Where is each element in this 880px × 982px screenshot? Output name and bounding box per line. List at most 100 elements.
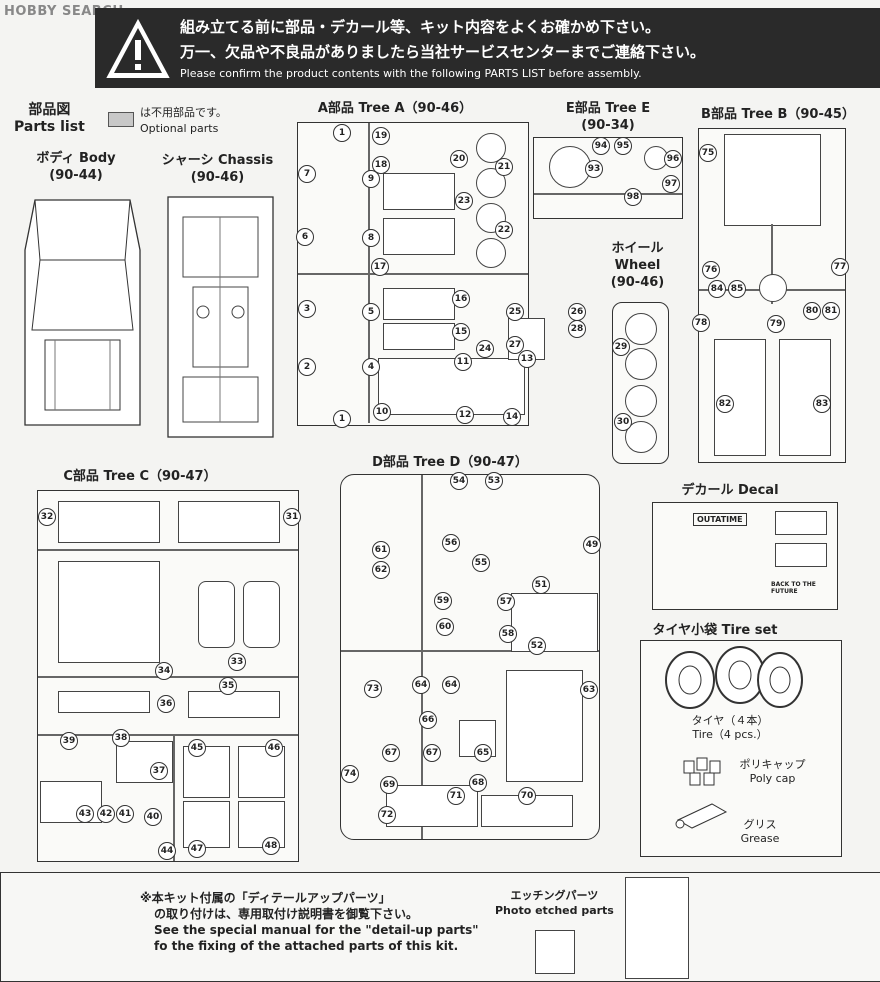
banner-line-3: Please confirm the product contents with…	[180, 67, 642, 80]
part-number: 66	[419, 711, 437, 729]
part-number: 82	[716, 395, 734, 413]
part-number: 30	[614, 413, 632, 431]
part-number: 73	[364, 680, 382, 698]
part-number: 93	[585, 160, 603, 178]
part-number: 85	[728, 280, 746, 298]
optional-note: は不用部品です。 Optional parts	[140, 105, 227, 137]
part-number: 37	[150, 762, 168, 780]
chassis-label-text: シャーシ Chassis	[161, 153, 274, 168]
part-number: 4	[362, 358, 380, 376]
part-number: 98	[624, 188, 642, 206]
wheel-box	[612, 302, 669, 464]
part-number: 78	[692, 314, 710, 332]
part-number: 1	[333, 410, 351, 428]
notice-line-4: fo the fixing of the attached parts of t…	[154, 939, 459, 953]
wheel-en: Wheel	[614, 258, 661, 273]
part-number: 36	[157, 695, 175, 713]
part-number: 23	[455, 192, 473, 210]
tree-a-box	[297, 122, 545, 426]
banner-line-1: 組み立てる前に部品・デカール等、キット内容をよくお確かめ下さい。	[180, 18, 661, 36]
part-number: 68	[469, 774, 487, 792]
part-number: 44	[158, 842, 176, 860]
detail-up-notice: ※本キット付属の「ディテールアップパーツ」 の取り付けは、専用取付け説明書を御覧…	[140, 890, 478, 954]
part-number: 10	[373, 403, 391, 421]
part-number: 57	[497, 593, 515, 611]
part-number: 65	[474, 744, 492, 762]
part-number: 71	[447, 787, 465, 805]
tire-set-label: タイヤ小袋 Tire set	[652, 623, 778, 638]
poly-cap-en: Poly cap	[749, 772, 796, 785]
etched-label: エッチングパーツ Photo etched parts	[495, 888, 614, 918]
part-number: 25	[506, 303, 524, 321]
chassis-code: (90-46)	[190, 170, 245, 185]
part-number: 15	[452, 323, 470, 341]
part-number: 64	[442, 676, 460, 694]
part-number: 69	[380, 776, 398, 794]
tree-e-label-text: E部品 Tree E	[565, 101, 651, 116]
poly-cap-text: ポリキャップ Poly cap	[730, 758, 815, 786]
tire-jp: タイヤ（４本）	[691, 714, 769, 727]
part-number: 75	[699, 144, 717, 162]
body-label: ボディ Body (90-44)	[16, 150, 136, 184]
part-number: 62	[372, 561, 390, 579]
part-number: 60	[436, 618, 454, 636]
part-number: 40	[144, 808, 162, 826]
body-label-text: ボディ Body	[36, 151, 116, 166]
parts-list-en: Parts list	[14, 119, 85, 135]
part-number: 41	[116, 805, 134, 823]
tree-d-label: D部品 Tree D（90-47）	[372, 455, 528, 470]
tree-a-label: A部品 Tree A（90-46）	[317, 101, 473, 116]
part-number: 80	[803, 302, 821, 320]
part-number: 59	[434, 592, 452, 610]
part-number: 31	[283, 508, 301, 526]
part-number: 79	[767, 315, 785, 333]
poly-cap-icon	[683, 757, 721, 786]
part-number: 28	[568, 320, 586, 338]
parts-list-jp: 部品図	[28, 102, 71, 118]
part-number: 45	[188, 739, 206, 757]
part-number: 70	[518, 787, 536, 805]
part-number: 54	[450, 472, 468, 490]
tree-b-label: B部品 Tree B（90-45）	[701, 107, 855, 122]
part-number: 81	[822, 302, 840, 320]
body-code: (90-44)	[49, 168, 103, 183]
etched-jp: エッチングパーツ	[510, 889, 599, 902]
parts-list-title: 部品図 Parts list	[14, 102, 85, 136]
part-number: 8	[362, 229, 380, 247]
part-number: 47	[188, 840, 206, 858]
part-number: 5	[362, 303, 380, 321]
decal-logo: BACK TO THE FUTURE	[771, 581, 816, 595]
part-number: 52	[528, 637, 546, 655]
part-number: 74	[341, 765, 359, 783]
part-number: 1	[333, 124, 351, 142]
part-number: 55	[472, 554, 490, 572]
part-number: 49	[583, 536, 601, 554]
etched-en: Photo etched parts	[495, 904, 614, 917]
tire-text: タイヤ（４本） Tire（4 pcs.）	[690, 714, 770, 742]
chassis-drawing	[167, 196, 274, 438]
etched-sheet-large	[625, 877, 689, 979]
part-number: 67	[382, 744, 400, 762]
decal-label: デカール Decal	[681, 483, 779, 498]
part-number: 97	[662, 175, 680, 193]
part-number: 63	[580, 681, 598, 699]
part-number: 24	[476, 340, 494, 358]
part-number: 21	[495, 158, 513, 176]
tree-e-code: (90-34)	[581, 118, 635, 133]
warning-banner: 組み立てる前に部品・デカール等、キット内容をよくお確かめ下さい。 万一、欠品や不…	[95, 8, 880, 88]
part-number: 53	[485, 472, 503, 490]
part-number: 29	[612, 338, 630, 356]
part-number: 67	[423, 744, 441, 762]
notice-line-2: の取り付けは、専用取付け説明書を御覧下さい。	[154, 907, 419, 921]
notice-line-3: See the special manual for the "detail-u…	[154, 923, 479, 937]
tire-icon	[665, 646, 803, 709]
tree-e-label: E部品 Tree E (90-34)	[548, 100, 668, 134]
part-number: 35	[219, 677, 237, 695]
tree-c-box	[37, 490, 299, 862]
part-number: 12	[456, 406, 474, 424]
part-number: 64	[412, 676, 430, 694]
part-number: 48	[262, 837, 280, 855]
decal-sheet: OUTATIME BACK TO THE FUTURE	[652, 502, 838, 610]
part-number: 51	[532, 576, 550, 594]
notice-line-1: ※本キット付属の「ディテールアップパーツ」	[140, 891, 391, 905]
